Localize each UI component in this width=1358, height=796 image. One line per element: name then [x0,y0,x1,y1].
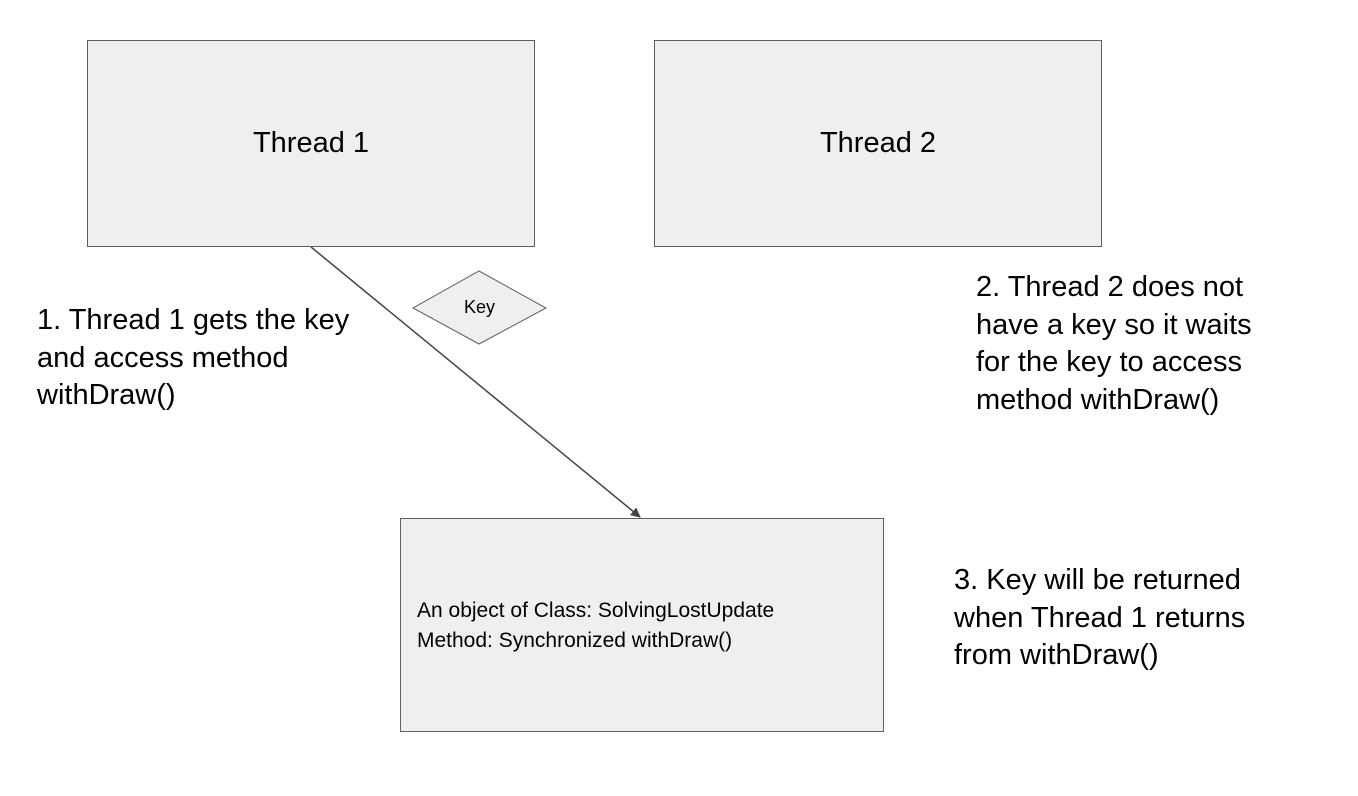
step1-note-line: 1. Thread 1 gets the key [37,304,350,336]
thread1-label: Thread 1 [252,127,370,159]
thread2-label: Thread 2 [819,127,937,159]
step1-note-line: and access method [37,341,289,374]
object-class-label: An object of Class: SolvingLostUpdate [417,599,775,622]
step3-note: 3. Key will be returned when Thread 1 re… [954,562,1245,675]
step3-note-line: 3. Key will be returned [954,564,1241,596]
step3-note-line: when Thread 1 returns [954,601,1246,634]
object-method-label: Method: Synchronized withDraw() [417,629,733,652]
step2-note-line: have a key so it waits [976,308,1252,341]
step2-note-line: 2. Thread 2 does not [976,271,1244,303]
step1-note-line: withDraw() [37,379,176,411]
step2-note-line: method withDraw() [976,383,1220,416]
key-label: Key [463,297,496,317]
thread2-box: Thread 2 [654,40,1102,247]
thread1-box: Thread 1 [87,40,535,247]
step1-note: 1. Thread 1 gets the key and access meth… [37,302,349,415]
synchronized-object-box: An object of Class: SolvingLostUpdate Me… [400,518,884,732]
step2-note: 2. Thread 2 does not have a key so it wa… [976,269,1252,419]
thread1-to-object-arrow [310,246,641,518]
step3-note-line: from withDraw() [954,639,1159,671]
step2-note-line: for the key to access [976,346,1242,378]
